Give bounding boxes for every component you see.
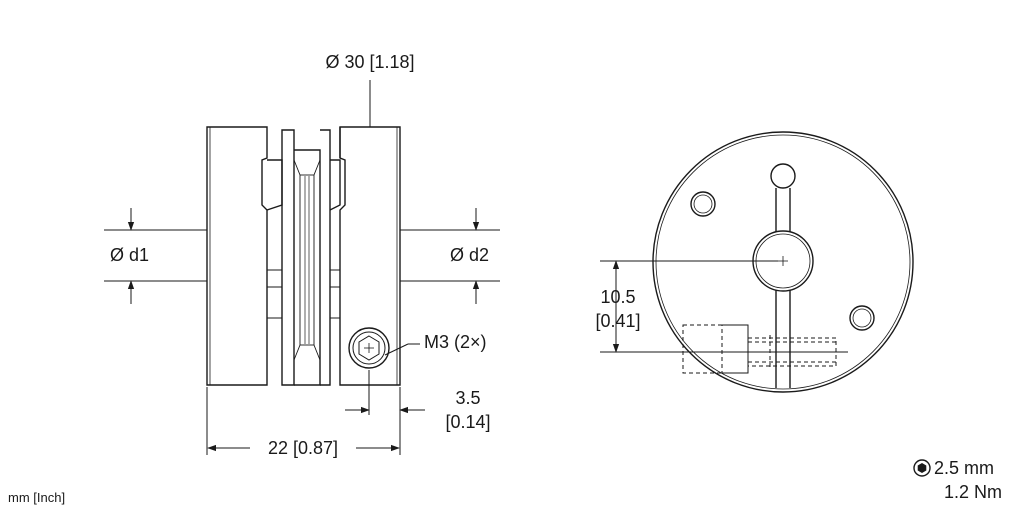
screw-offset-mm-label: 3.5: [455, 388, 481, 408]
coupling-side-view: [206, 126, 401, 386]
hex-key-icon: [913, 459, 931, 477]
mount-hole-1: [690, 191, 716, 217]
coupling-front-view: [652, 131, 914, 393]
length-label: 22 [0.87]: [267, 438, 339, 458]
outer-circle: [652, 131, 914, 393]
wrench-size-label: 2.5 mm: [934, 458, 995, 478]
height-mm-label: 10.5: [600, 287, 636, 307]
height-in-label: [0.41]: [595, 311, 641, 331]
bore-d1-label: Ø d1: [110, 245, 150, 265]
mount-hole-2: [849, 305, 875, 331]
right-hub: [339, 126, 401, 386]
front-view-dimensions: [600, 260, 848, 353]
units-note: mm [Inch]: [8, 490, 66, 505]
clamp-screw: [348, 327, 390, 369]
side-view-dimensions: [104, 80, 500, 455]
screw-offset-in-label: [0.14]: [445, 412, 491, 432]
torque-value-label: 1.2 Nm: [944, 482, 1003, 502]
relief-hole: [770, 163, 796, 189]
bore-d2-label: Ø d2: [450, 245, 490, 265]
left-hub: [206, 126, 268, 386]
screw-label: M3 (2×): [424, 332, 487, 352]
center-disc-pack: [281, 129, 295, 386]
hidden-clamp-screw: [682, 324, 837, 374]
left-hub-relief: [266, 159, 283, 211]
right-hub-relief: [329, 159, 341, 211]
outer-diameter-label: Ø 30 [1.18]: [325, 52, 415, 72]
